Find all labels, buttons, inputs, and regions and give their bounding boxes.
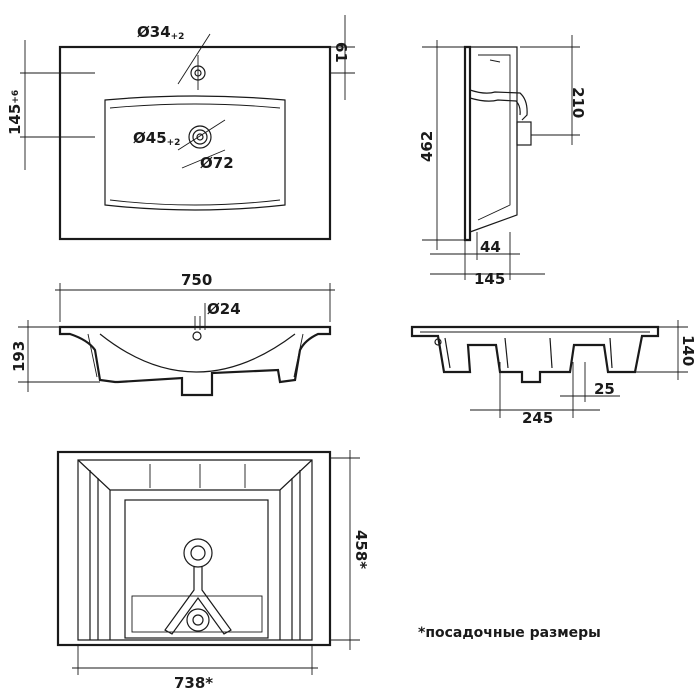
- bottom-top-bevel: [77, 459, 313, 491]
- label-dim-140: 140: [679, 335, 695, 366]
- label-dim-61: 61: [332, 42, 350, 63]
- bottom-rib-y: [164, 566, 232, 635]
- bottom-center-panel: [124, 499, 269, 639]
- bottom-tap-hole: [190, 545, 206, 561]
- siphon-curve-inner: [469, 97, 521, 116]
- side-tap: [489, 59, 501, 63]
- siphon-outlet: [516, 121, 532, 146]
- bottom-tap-boss: [183, 538, 213, 568]
- front-right-wall: [293, 333, 304, 378]
- label-d-tap: Ø34+2: [137, 23, 184, 42]
- label-d24: Ø24: [207, 300, 241, 318]
- bottom-drain-hole: [192, 614, 204, 626]
- profile-leg-2: [504, 337, 509, 369]
- drain-mid: [192, 129, 208, 145]
- bottom-outline: [56, 450, 332, 647]
- profile-outline: [410, 325, 660, 384]
- drain-inner: [196, 133, 204, 141]
- profile-hole: [434, 338, 442, 346]
- label-dim-145: 145+6: [6, 90, 24, 135]
- drain-leader-2: [181, 149, 226, 169]
- label-dim-25: 25: [594, 380, 615, 398]
- top-view: Ø34+2 Ø45+2 Ø72 61 145+6: [6, 15, 355, 241]
- tap-leader: [177, 33, 211, 85]
- drain-leader-1: [177, 119, 226, 151]
- drain-outer: [188, 125, 212, 149]
- front-view: 750 Ø24 193: [10, 271, 335, 397]
- front-basin-curve: [99, 333, 296, 373]
- label-dim-193: 193: [10, 341, 28, 372]
- label-dim-210: 210: [569, 87, 587, 118]
- bottom-view: 458* 738*: [56, 450, 370, 692]
- label-dim-462: 462: [418, 131, 436, 162]
- label-dim-145-side: 145: [474, 270, 505, 288]
- bottom-drain-boss: [186, 608, 210, 632]
- basin-inner-top: [109, 103, 281, 109]
- label-dim-458: 458*: [352, 530, 370, 569]
- profile-leg-3: [549, 337, 553, 369]
- bottom-lower-panel: [131, 595, 263, 633]
- bottom-inner-frame: [77, 459, 313, 641]
- side-inner: [477, 54, 511, 221]
- label-dim-245: 245: [522, 409, 553, 427]
- note-mounting-dimensions: *посадочные размеры: [418, 625, 601, 641]
- side-section: 210 462 44 145: [418, 35, 587, 288]
- label-d-outer: Ø72: [200, 154, 234, 172]
- siphon-curve: [469, 89, 528, 121]
- side-wall: [463, 45, 472, 242]
- basin-inner-bottom: [109, 199, 281, 206]
- basin-outline: [104, 95, 286, 211]
- label-d-drain: Ø45+2: [133, 129, 180, 148]
- overflow-hole: [192, 331, 202, 341]
- label-dim-44: 44: [480, 238, 501, 256]
- bottom-side-ribs: [89, 470, 301, 640]
- side-profile: 140 25 245: [410, 320, 695, 427]
- profile-leg-1: [444, 337, 451, 369]
- front-outline: [58, 325, 332, 397]
- front-left-wall: [87, 333, 98, 378]
- label-dim-738: 738*: [174, 674, 213, 692]
- bottom-side-ribs-2: [97, 478, 293, 640]
- label-dim-750: 750: [181, 271, 212, 289]
- profile-leg-4: [609, 337, 613, 369]
- top-view-outline: [58, 45, 332, 241]
